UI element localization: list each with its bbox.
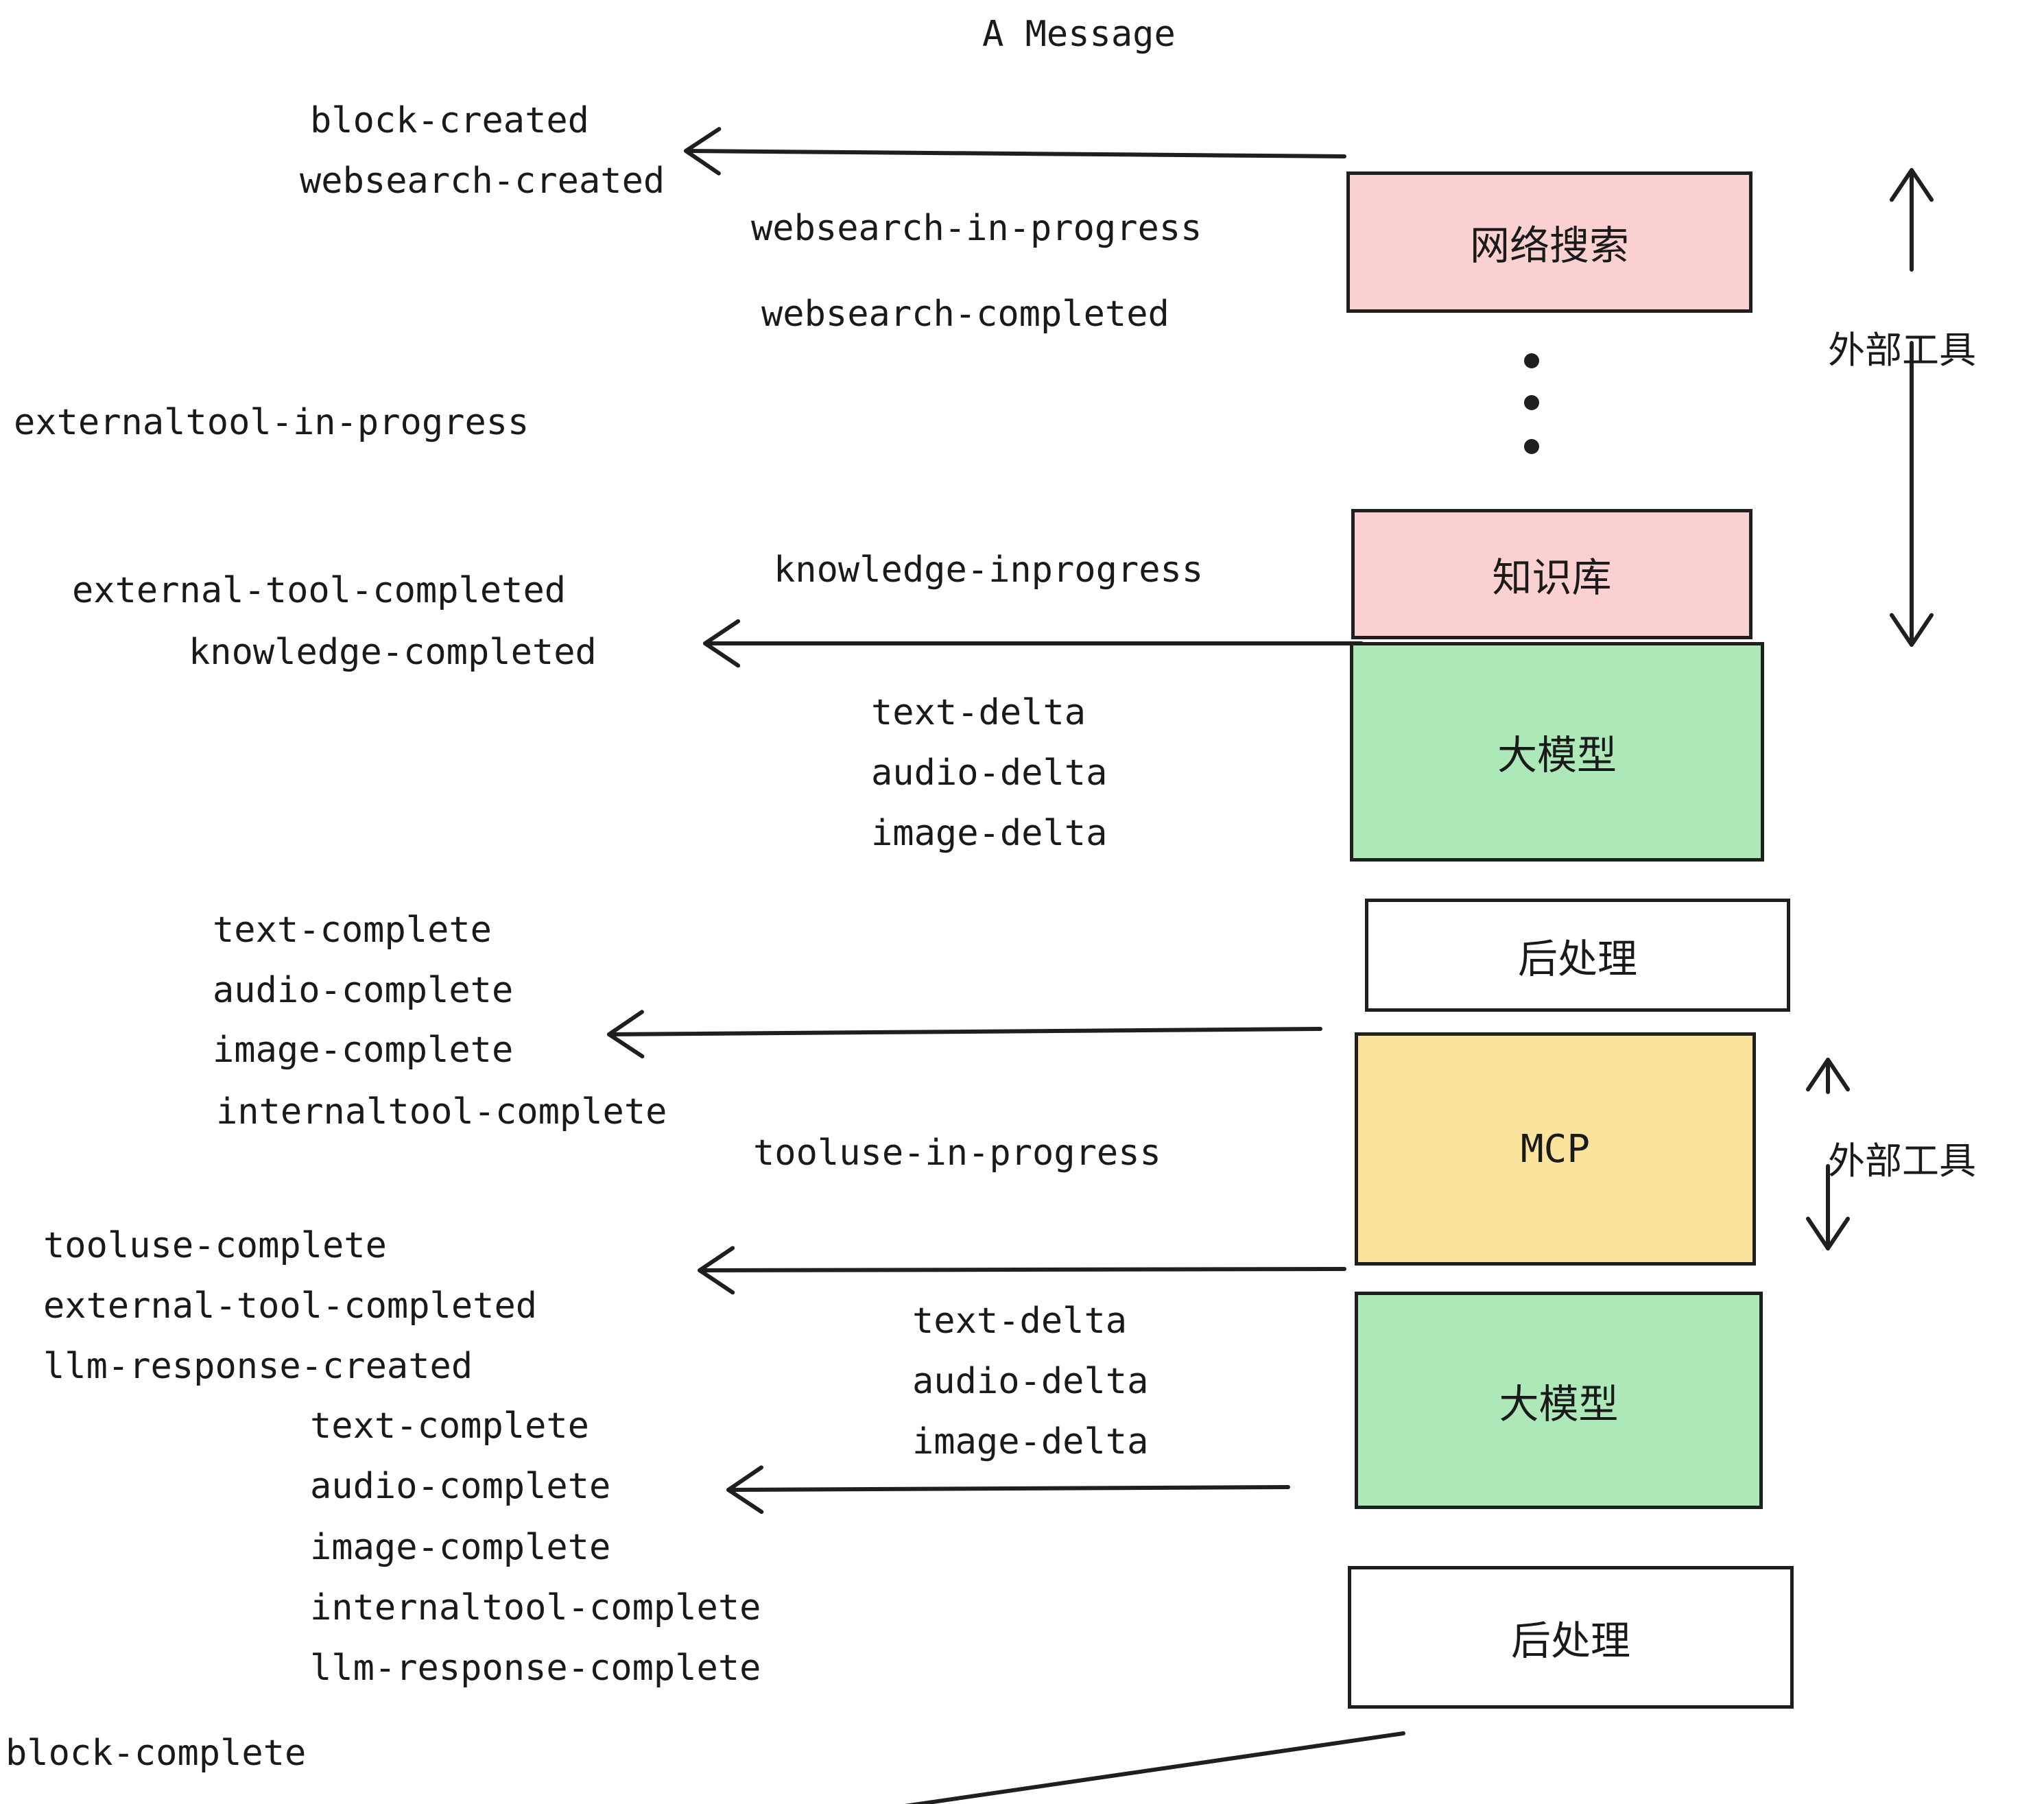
event-label: knowledge-inprogress [774,549,1204,591]
event-label: external-tool-completed [72,570,567,611]
external-tool-annotation: 外部工具 [1828,329,1976,372]
arrow-external-tool-up-top [1890,168,1934,272]
arrow-llm-to-tooluse-complete [698,1246,1346,1295]
event-label: image-complete [310,1527,611,1568]
process-box-knowledge[interactable]: 知识库 [1351,509,1752,639]
event-label: text-delta [912,1301,1128,1342]
event-label: tooluse-in-progress [753,1132,1161,1174]
event-label: websearch-created [300,161,665,202]
event-label: image-complete [213,1030,514,1071]
process-box-mcp[interactable]: MCP [1355,1032,1756,1266]
process-box-label: 大模型 [1499,1380,1619,1427]
event-label: tooluse-complete [43,1225,387,1266]
arrow-llm-to-audio-complete [726,1465,1290,1515]
event-label: llm-response-complete [310,1648,761,1689]
event-label: text-complete [213,910,492,951]
external-tool-annotation: 外部工具 [1828,1139,1976,1183]
event-label: block-created [310,100,589,141]
ellipsis-dot-icon [1524,395,1539,410]
event-label: image-delta [871,813,1108,854]
process-box-label: 知识库 [1492,554,1612,601]
arrow-external-tool-up-bottom [1806,1058,1850,1094]
event-label: text-delta [871,692,1086,733]
process-box-label: 后处理 [1517,935,1637,982]
event-label: audio-complete [213,970,514,1011]
process-box-postprocess-bottom[interactable]: 后处理 [1348,1566,1794,1709]
process-box-label: MCP [1520,1126,1591,1172]
arrow-external-tool-down-top [1890,341,1934,647]
page-title: A Message [982,14,1176,55]
event-label: audio-delta [912,1361,1149,1402]
process-box-postprocess-top[interactable]: 后处理 [1365,899,1790,1012]
event-label: internaltool-complete [216,1091,667,1132]
event-label: audio-delta [871,752,1108,794]
event-label: text-complete [310,1405,589,1447]
event-label: llm-response-created [43,1346,473,1387]
ellipsis-dot-icon [1524,439,1539,454]
process-box-label: 大模型 [1497,732,1617,779]
process-box-llm-bottom[interactable]: 大模型 [1355,1292,1763,1509]
arrow-mcp-to-image-complete [607,1010,1322,1058]
event-label: internaltool-complete [310,1587,761,1628]
arrow-knowledge-to-knowledge-completed [703,619,1364,668]
process-box-websearch[interactable]: 网络搜索 [1346,171,1752,313]
event-label: websearch-in-progress [751,208,1202,249]
arrow-postprocess-to-block-complete [904,1731,1405,1804]
event-label: websearch-completed [761,294,1169,335]
event-label: image-delta [912,1421,1149,1462]
event-label: external-tool-completed [43,1285,538,1327]
event-label: audio-complete [310,1466,611,1507]
event-label: externaltool-in-progress [14,402,530,443]
ellipsis-dot-icon [1524,353,1539,368]
process-box-label: 后处理 [1510,1617,1630,1664]
arrow-websearch-to-block-created [684,127,1346,176]
event-label: knowledge-completed [189,632,597,673]
event-label: block-complete [5,1733,307,1774]
process-box-llm-top[interactable]: 大模型 [1350,642,1764,862]
process-box-label: 网络搜索 [1469,222,1629,269]
